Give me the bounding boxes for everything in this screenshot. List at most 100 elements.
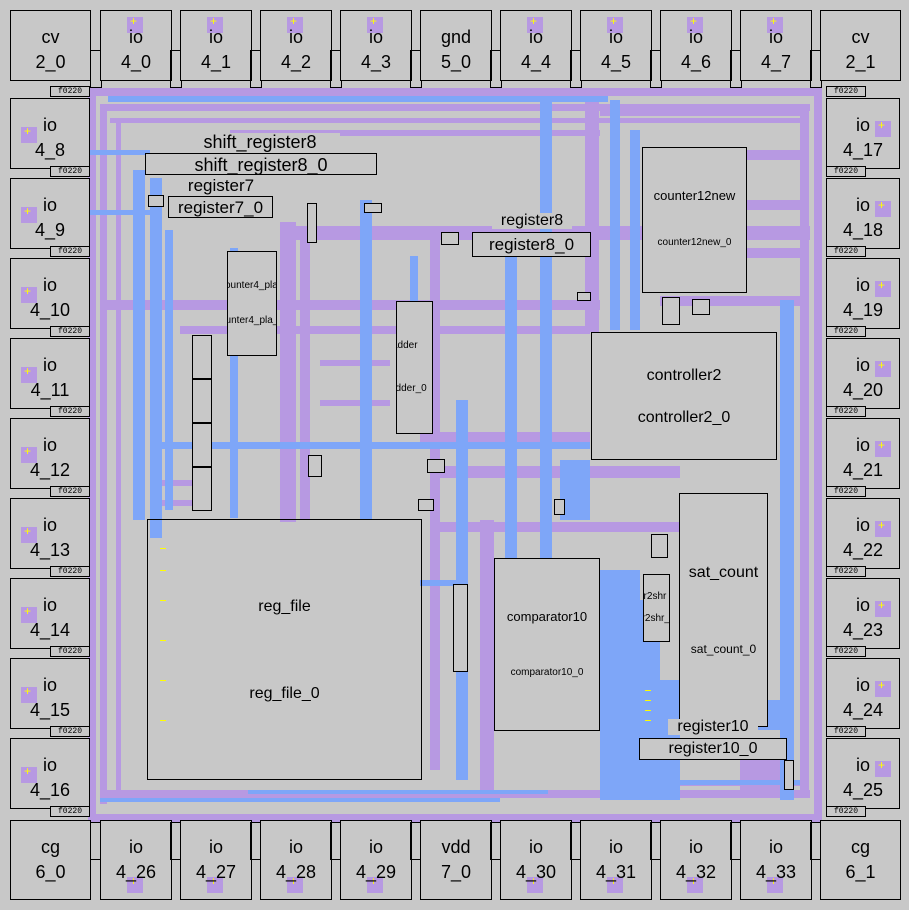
- cell[interactable]: [441, 232, 459, 245]
- block-controller2[interactable]: controller2 controller2_0: [591, 332, 777, 460]
- pad-io-4-3[interactable]: io4_3: [340, 10, 412, 81]
- pad-io-4-26[interactable]: io4_26: [100, 820, 172, 900]
- cell[interactable]: [784, 760, 794, 790]
- pad-io-4-11[interactable]: io4_11: [10, 338, 90, 409]
- pad-tag-label: f0220: [50, 486, 90, 497]
- block-counter12new[interactable]: counter12new counter12new_0: [642, 147, 747, 293]
- pad-io-4-1[interactable]: io4_1: [180, 10, 252, 81]
- pad-io-4-17[interactable]: io4_17: [826, 98, 900, 169]
- pad-instance-label: 4_16: [29, 780, 71, 800]
- pad-io-4-14[interactable]: io4_14: [10, 578, 90, 649]
- pad-io-4-30[interactable]: io4_30: [500, 820, 572, 900]
- pad-instance-label: 4_23: [842, 620, 884, 640]
- cell[interactable]: [364, 203, 382, 213]
- pad-type-label: io: [288, 27, 303, 47]
- cell[interactable]: [192, 423, 212, 467]
- pad-io-4-0[interactable]: io4_0: [100, 10, 172, 81]
- pad-io-4-16[interactable]: io4_16: [10, 738, 90, 809]
- cell[interactable]: [418, 499, 434, 511]
- pad-instance-label: 4_22: [842, 540, 884, 560]
- cell[interactable]: [427, 459, 445, 473]
- cell[interactable]: [192, 335, 212, 379]
- pin-marker-icon: [527, 875, 543, 893]
- block-register10[interactable]: register10_0: [639, 738, 787, 760]
- block-type-label: register8: [492, 213, 572, 229]
- pad-io-4-18[interactable]: io4_18: [826, 178, 900, 249]
- cell[interactable]: [651, 534, 668, 558]
- cell[interactable]: [192, 467, 212, 511]
- pad-io-4-20[interactable]: io4_20: [826, 338, 900, 409]
- cell[interactable]: [692, 299, 710, 315]
- pad-type-label: cv: [851, 27, 870, 47]
- pad-tag-label: f0220: [50, 646, 90, 657]
- pad-io-4-4[interactable]: io4_4: [500, 10, 572, 81]
- pad-io-4-33[interactable]: io4_33: [740, 820, 812, 900]
- pin-marker-icon: [875, 199, 891, 217]
- pad-io-4-2[interactable]: io4_2: [260, 10, 332, 81]
- block-sat-count[interactable]: sat_count sat_count_0: [679, 493, 768, 727]
- block-register8[interactable]: register8_0: [472, 232, 591, 257]
- pad-io-4-5[interactable]: io4_5: [580, 10, 652, 81]
- pad-tag-label: f0220: [826, 726, 866, 737]
- pad-io-4-24[interactable]: io4_24: [826, 658, 900, 729]
- pad-instance-label: 4_33: [755, 862, 797, 882]
- pad-type-label: io: [688, 837, 703, 857]
- pin-marker-icon: [127, 875, 143, 893]
- cell[interactable]: [148, 195, 164, 207]
- pad-io-4-13[interactable]: io4_13: [10, 498, 90, 569]
- pad-tag-label: f0220: [826, 566, 866, 577]
- pad-io-4-19[interactable]: io4_19: [826, 258, 900, 329]
- pad-io-4-28[interactable]: io4_28: [260, 820, 332, 900]
- block-register7[interactable]: register7_0: [168, 196, 273, 218]
- pad-io-4-10[interactable]: io4_10: [10, 258, 90, 329]
- cell[interactable]: [308, 455, 322, 477]
- block-instance-label: reg_file_0: [249, 685, 320, 702]
- cell[interactable]: [662, 297, 680, 325]
- block-comparator10[interactable]: comparator10 comparator10_0: [494, 558, 600, 731]
- pad-io-4-25[interactable]: io4_25: [826, 738, 900, 809]
- pad-instance-label: 4_26: [115, 862, 157, 882]
- cell[interactable]: [192, 379, 212, 423]
- pin-marker-icon: [527, 15, 543, 33]
- pad-tag-label: f0220: [826, 486, 866, 497]
- pad-type-label: cg: [850, 837, 870, 857]
- block-reg-file[interactable]: reg_file reg_file_0: [147, 519, 422, 780]
- pad-io-4-12[interactable]: io4_12: [10, 418, 90, 489]
- cell[interactable]: [554, 499, 565, 515]
- pad-io-4-22[interactable]: io4_22: [826, 498, 900, 569]
- pad-type-label: io: [42, 195, 57, 215]
- pad-io-4-9[interactable]: io4_9: [10, 178, 90, 249]
- pad-io-4-6[interactable]: io4_6: [660, 10, 732, 81]
- pad-io-4-21[interactable]: io4_21: [826, 418, 900, 489]
- pad-io-4-31[interactable]: io4_31: [580, 820, 652, 900]
- block-counter4-pla[interactable]: counter4_pla counter4_pla_0: [227, 251, 277, 356]
- pad-tag-label: f0220: [826, 166, 866, 177]
- cell[interactable]: [577, 292, 591, 301]
- pad-instance-label: 4_20: [842, 380, 884, 400]
- block-shift-register8[interactable]: shift_register8_0: [145, 153, 377, 175]
- cell[interactable]: [307, 203, 317, 243]
- pad-io-4-23[interactable]: io4_23: [826, 578, 900, 649]
- pad-type-label: io: [208, 27, 223, 47]
- pad-io-4-29[interactable]: io4_29: [340, 820, 412, 900]
- pad-io-4-15[interactable]: io4_15: [10, 658, 90, 729]
- cell[interactable]: [453, 584, 468, 672]
- pad-io-4-32[interactable]: io4_32: [660, 820, 732, 900]
- pad-io-4-7[interactable]: io4_7: [740, 10, 812, 81]
- pad-instance-label: 4_13: [29, 540, 71, 560]
- pad-io-4-8[interactable]: io4_8: [10, 98, 90, 169]
- pin-marker-icon: [21, 525, 37, 543]
- pad-io-4-27[interactable]: io4_27: [180, 820, 252, 900]
- pad-instance-label: 4_21: [842, 460, 884, 480]
- block-type-label: controller2: [646, 367, 722, 384]
- pad-type-label: gnd: [440, 27, 472, 47]
